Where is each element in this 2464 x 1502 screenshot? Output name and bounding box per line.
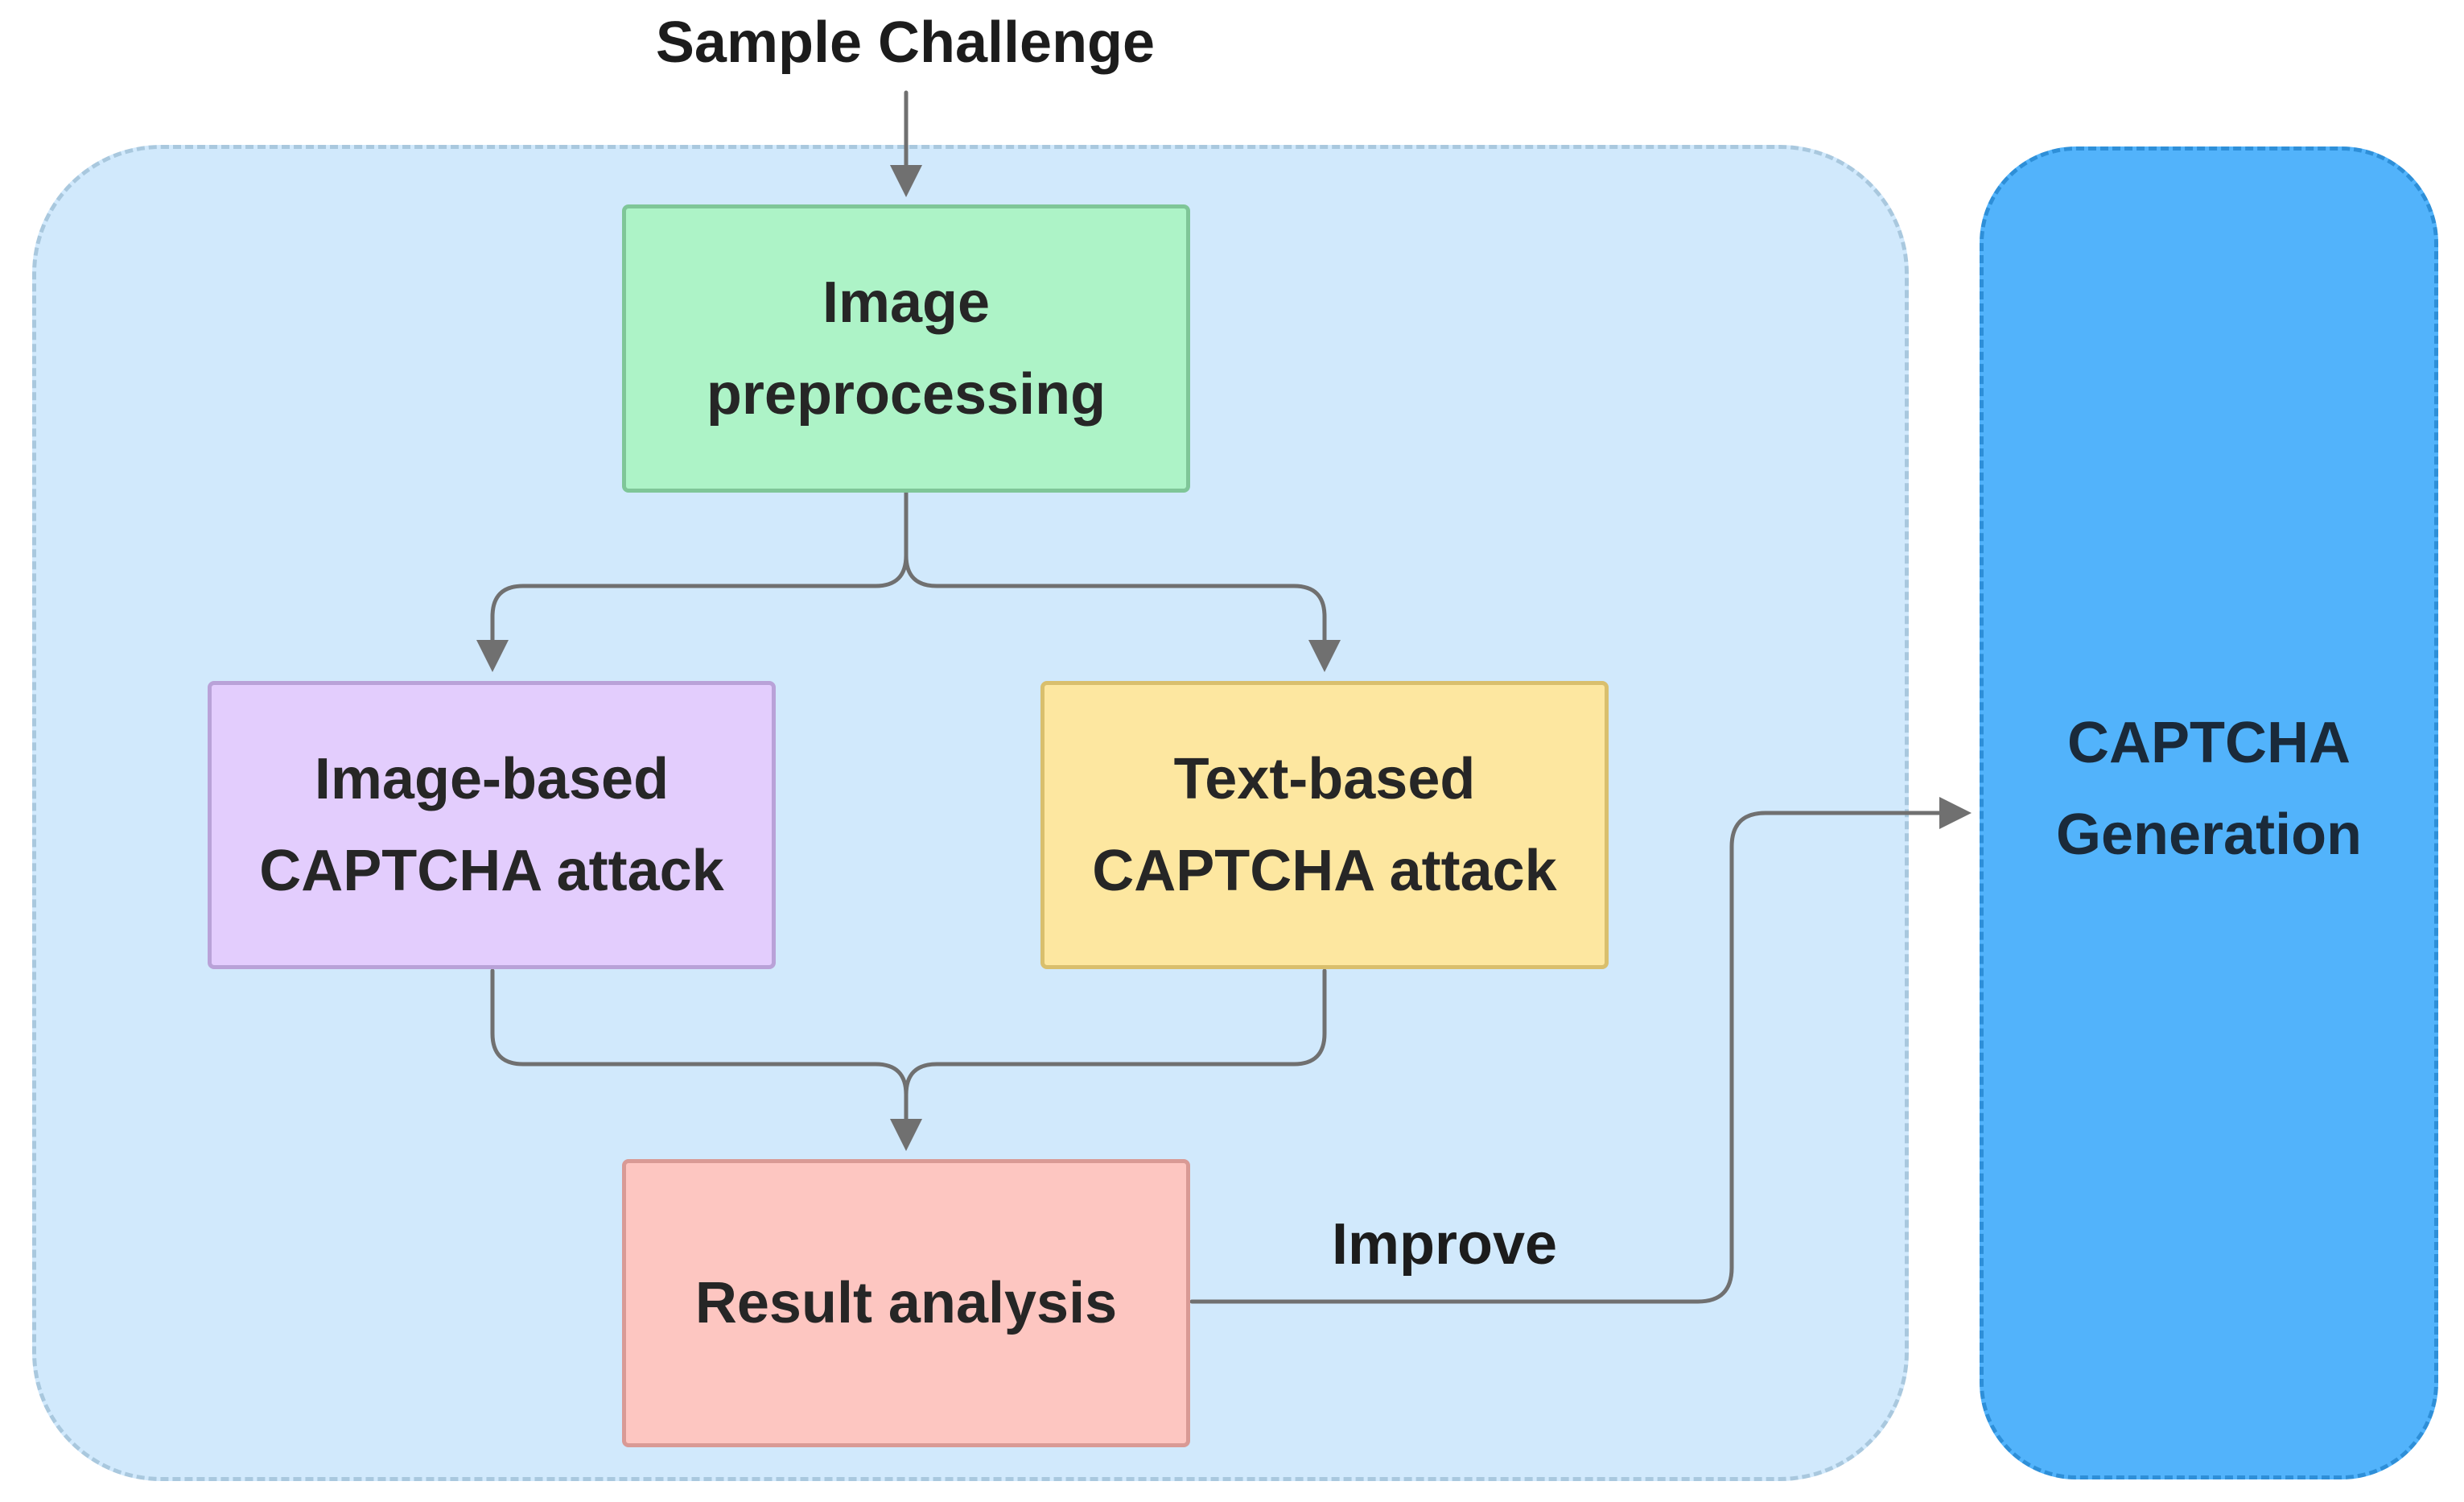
image-preprocessing-label: Image preprocessing <box>706 270 1106 427</box>
result-analysis-node: Result analysis <box>622 1159 1190 1447</box>
arrow-result-to-generation <box>1189 797 1972 1304</box>
text-based-attack-label: Text-based CAPTCHA attack <box>1092 747 1557 903</box>
sample-challenge-label: Sample Challenge <box>655 10 1156 75</box>
image-preprocessing-node: Image preprocessing <box>622 204 1190 493</box>
arrow-preprocess-to-text-attack <box>904 490 1341 672</box>
captcha-generation-region: CAPTCHA Generation <box>1980 146 2438 1479</box>
result-analysis-label: Result analysis <box>694 1271 1118 1335</box>
image-based-attack-node: Image-based CAPTCHA attack <box>208 681 776 969</box>
arrow-image-attack-to-result <box>490 968 922 1151</box>
image-based-attack-label: Image-based CAPTCHA attack <box>259 747 724 903</box>
arrow-text-attack-to-result <box>904 968 1327 1145</box>
arrow-preprocess-to-image-attack <box>476 490 909 672</box>
text-based-attack-node: Text-based CAPTCHA attack <box>1040 681 1609 969</box>
improve-label: Improve <box>1332 1212 1558 1277</box>
captcha-generation-label: CAPTCHA Generation <box>2055 711 2363 867</box>
